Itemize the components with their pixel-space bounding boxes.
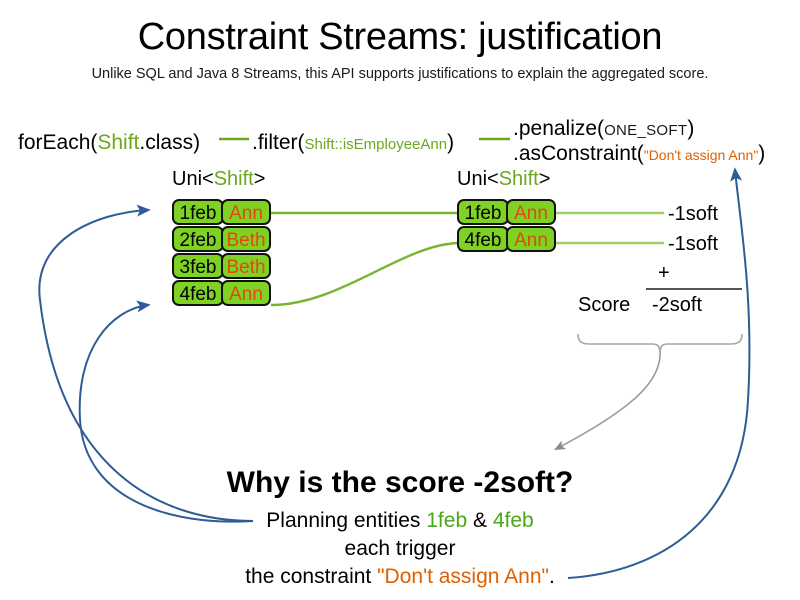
fact-table-right: 1feb Ann 4feb Ann xyxy=(457,199,556,253)
explain-date-a: 1feb xyxy=(426,509,468,532)
cell-date: 1feb xyxy=(172,199,224,225)
as-constraint-arg: "Don't assign Ann" xyxy=(643,147,759,163)
score-label: Score xyxy=(578,294,631,316)
table-row: 1feb Ann xyxy=(457,199,556,225)
cell-name: Beth xyxy=(221,226,271,252)
table-row: 3feb Beth xyxy=(172,253,271,279)
code-foreach: forEach(Shift.class) xyxy=(18,131,200,155)
filter-call: .filter( xyxy=(252,131,305,154)
penalize-tail: ) xyxy=(687,117,695,140)
filter-tail: ) xyxy=(447,131,455,154)
cell-name: Ann xyxy=(506,199,556,225)
sum-divider xyxy=(646,288,742,290)
explain-constraint-suffix: . xyxy=(548,565,555,588)
uni-left-suffix: > xyxy=(253,168,266,190)
cell-date: 4feb xyxy=(172,280,224,306)
cell-name: Ann xyxy=(221,199,271,225)
table-row: 1feb Ann xyxy=(172,199,271,225)
table-row: 4feb Ann xyxy=(172,280,271,306)
cell-date: 3feb xyxy=(172,253,224,279)
explain-constraint-name: "Don't assign Ann" xyxy=(377,565,549,588)
table-row: 4feb Ann xyxy=(457,226,556,252)
as-constraint-call: .asConstraint( xyxy=(513,142,644,165)
code-as-constraint: .asConstraint("Don't assign Ann") xyxy=(513,142,765,166)
uni-left-type: Shift xyxy=(213,168,254,190)
fact-table-left: 1feb Ann 2feb Beth 3feb Beth 4feb Ann xyxy=(172,199,271,307)
score-total: -2soft xyxy=(652,294,703,316)
foreach-call: forEach( xyxy=(18,131,98,154)
page-title: Constraint Streams: justification xyxy=(137,16,663,58)
foreach-type: Shift xyxy=(97,131,140,154)
score-brace xyxy=(577,333,743,352)
explain-amp: & xyxy=(467,509,493,532)
score-explain-arrow xyxy=(554,350,661,451)
explain-date-b: 4feb xyxy=(492,509,534,532)
cell-date: 4feb xyxy=(457,226,509,252)
page-subtitle: Unlike SQL and Java 8 Streams, this API … xyxy=(91,66,709,82)
foreach-tail: .class) xyxy=(139,131,201,154)
stream-label-right: Uni<Shift> xyxy=(457,168,550,191)
penalize-arg: ONE_SOFT xyxy=(604,122,688,139)
stream-label-left: Uni<Shift> xyxy=(172,168,265,191)
explanation-line-1: Planning entities 1feb & 4feb xyxy=(0,509,800,533)
uni-right-suffix: > xyxy=(538,168,551,190)
flow-line-4feb xyxy=(270,241,458,307)
question-heading: Why is the score -2soft? xyxy=(226,466,574,499)
explanation-line-2: each trigger xyxy=(344,537,456,560)
explain-constraint-prefix: the constraint xyxy=(245,565,378,588)
cell-name: Ann xyxy=(506,226,556,252)
cell-date: 2feb xyxy=(172,226,224,252)
filter-arg: Shift::isEmployeeAnn xyxy=(304,136,448,153)
explanation-line-3: the constraint "Don't assign Ann". xyxy=(0,565,800,589)
uni-right-type: Shift xyxy=(498,168,539,190)
as-constraint-tail: ) xyxy=(758,142,766,165)
uni-right-prefix: Uni< xyxy=(457,168,499,190)
code-filter: .filter(Shift::isEmployeeAnn) xyxy=(252,131,454,155)
impact-value-2: -1soft xyxy=(668,233,719,255)
cell-date: 1feb xyxy=(457,199,509,225)
cell-name: Ann xyxy=(221,280,271,306)
sum-operator: + xyxy=(658,262,670,284)
cell-name: Beth xyxy=(221,253,271,279)
code-penalize: .penalize(ONE_SOFT) xyxy=(513,117,694,141)
impact-value-1: -1soft xyxy=(668,203,719,225)
explain-prefix: Planning entities xyxy=(266,509,427,532)
uni-left-prefix: Uni< xyxy=(172,168,214,190)
penalize-call: .penalize( xyxy=(513,117,605,140)
table-row: 2feb Beth xyxy=(172,226,271,252)
